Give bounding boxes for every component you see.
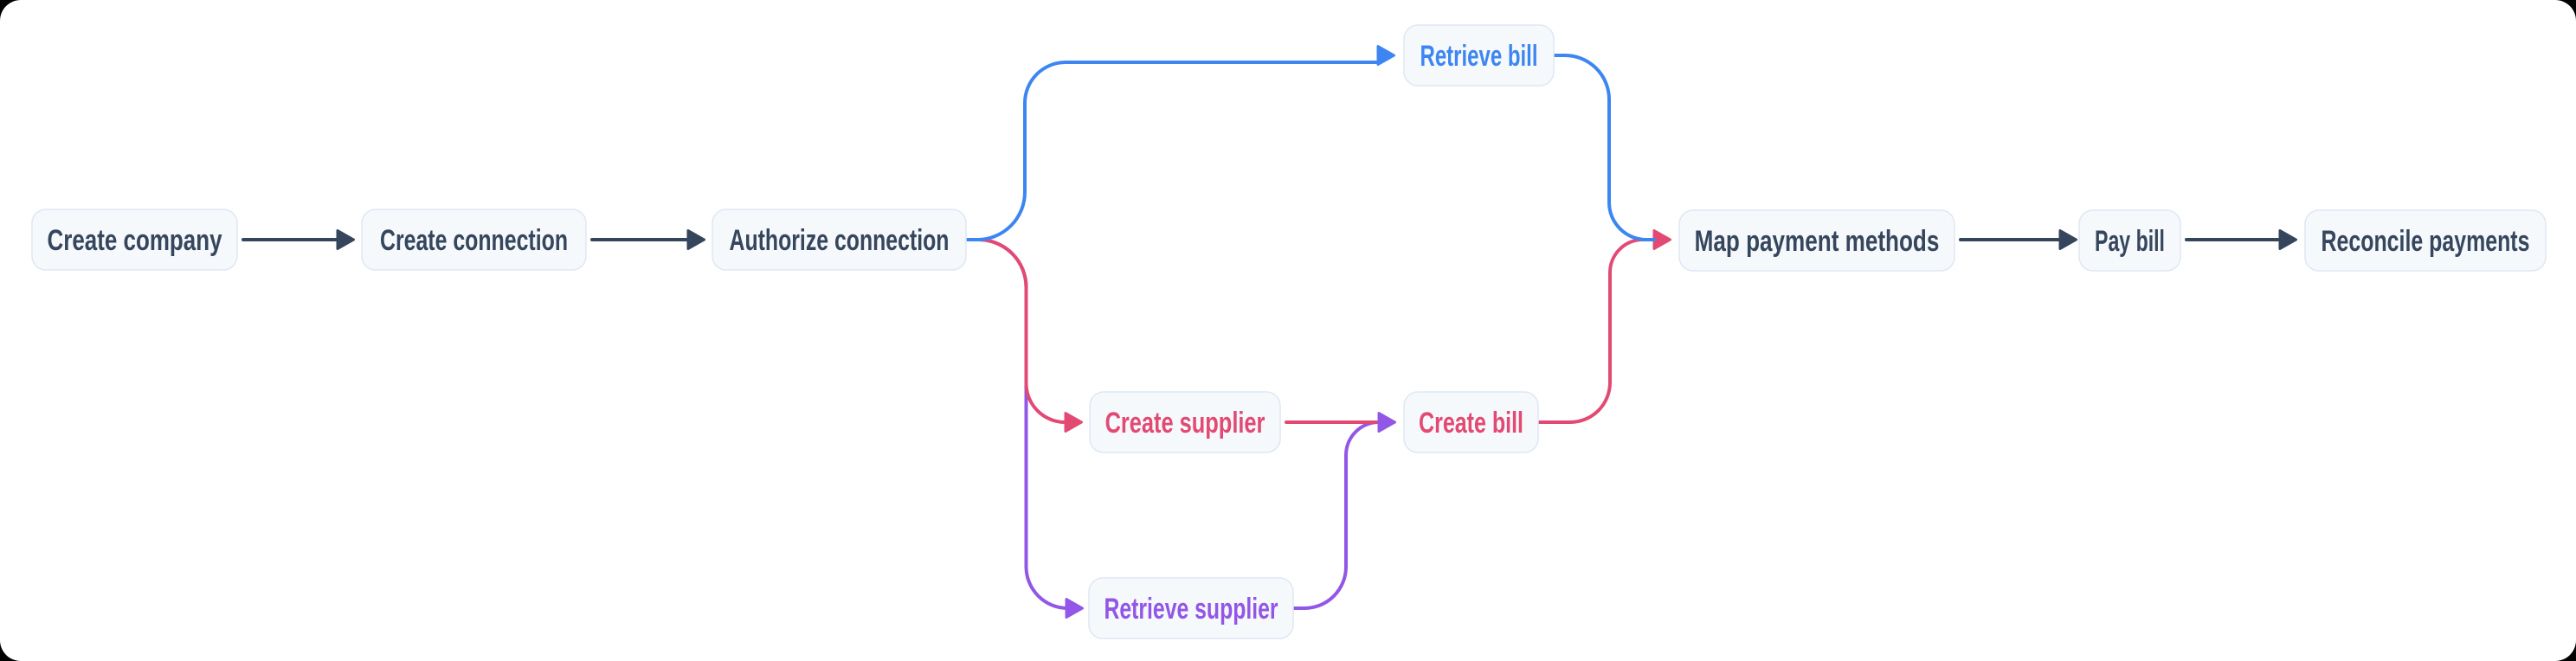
svg-text:Map payment methods: Map payment methods bbox=[1695, 226, 1940, 258]
svg-text:Create supplier: Create supplier bbox=[1105, 408, 1265, 440]
svg-text:Authorize connection: Authorize connection bbox=[730, 224, 950, 257]
svg-text:Create bill: Create bill bbox=[1419, 407, 1523, 440]
svg-text:Reconcile payments: Reconcile payments bbox=[2322, 225, 2530, 258]
svg-text:Create connection: Create connection bbox=[380, 224, 568, 257]
svg-text:Pay bill: Pay bill bbox=[2095, 226, 2165, 258]
svg-text:Retrieve supplier: Retrieve supplier bbox=[1104, 593, 1278, 626]
svg-text:Create company: Create company bbox=[47, 225, 222, 257]
svg-text:Retrieve bill: Retrieve bill bbox=[1420, 40, 1538, 73]
